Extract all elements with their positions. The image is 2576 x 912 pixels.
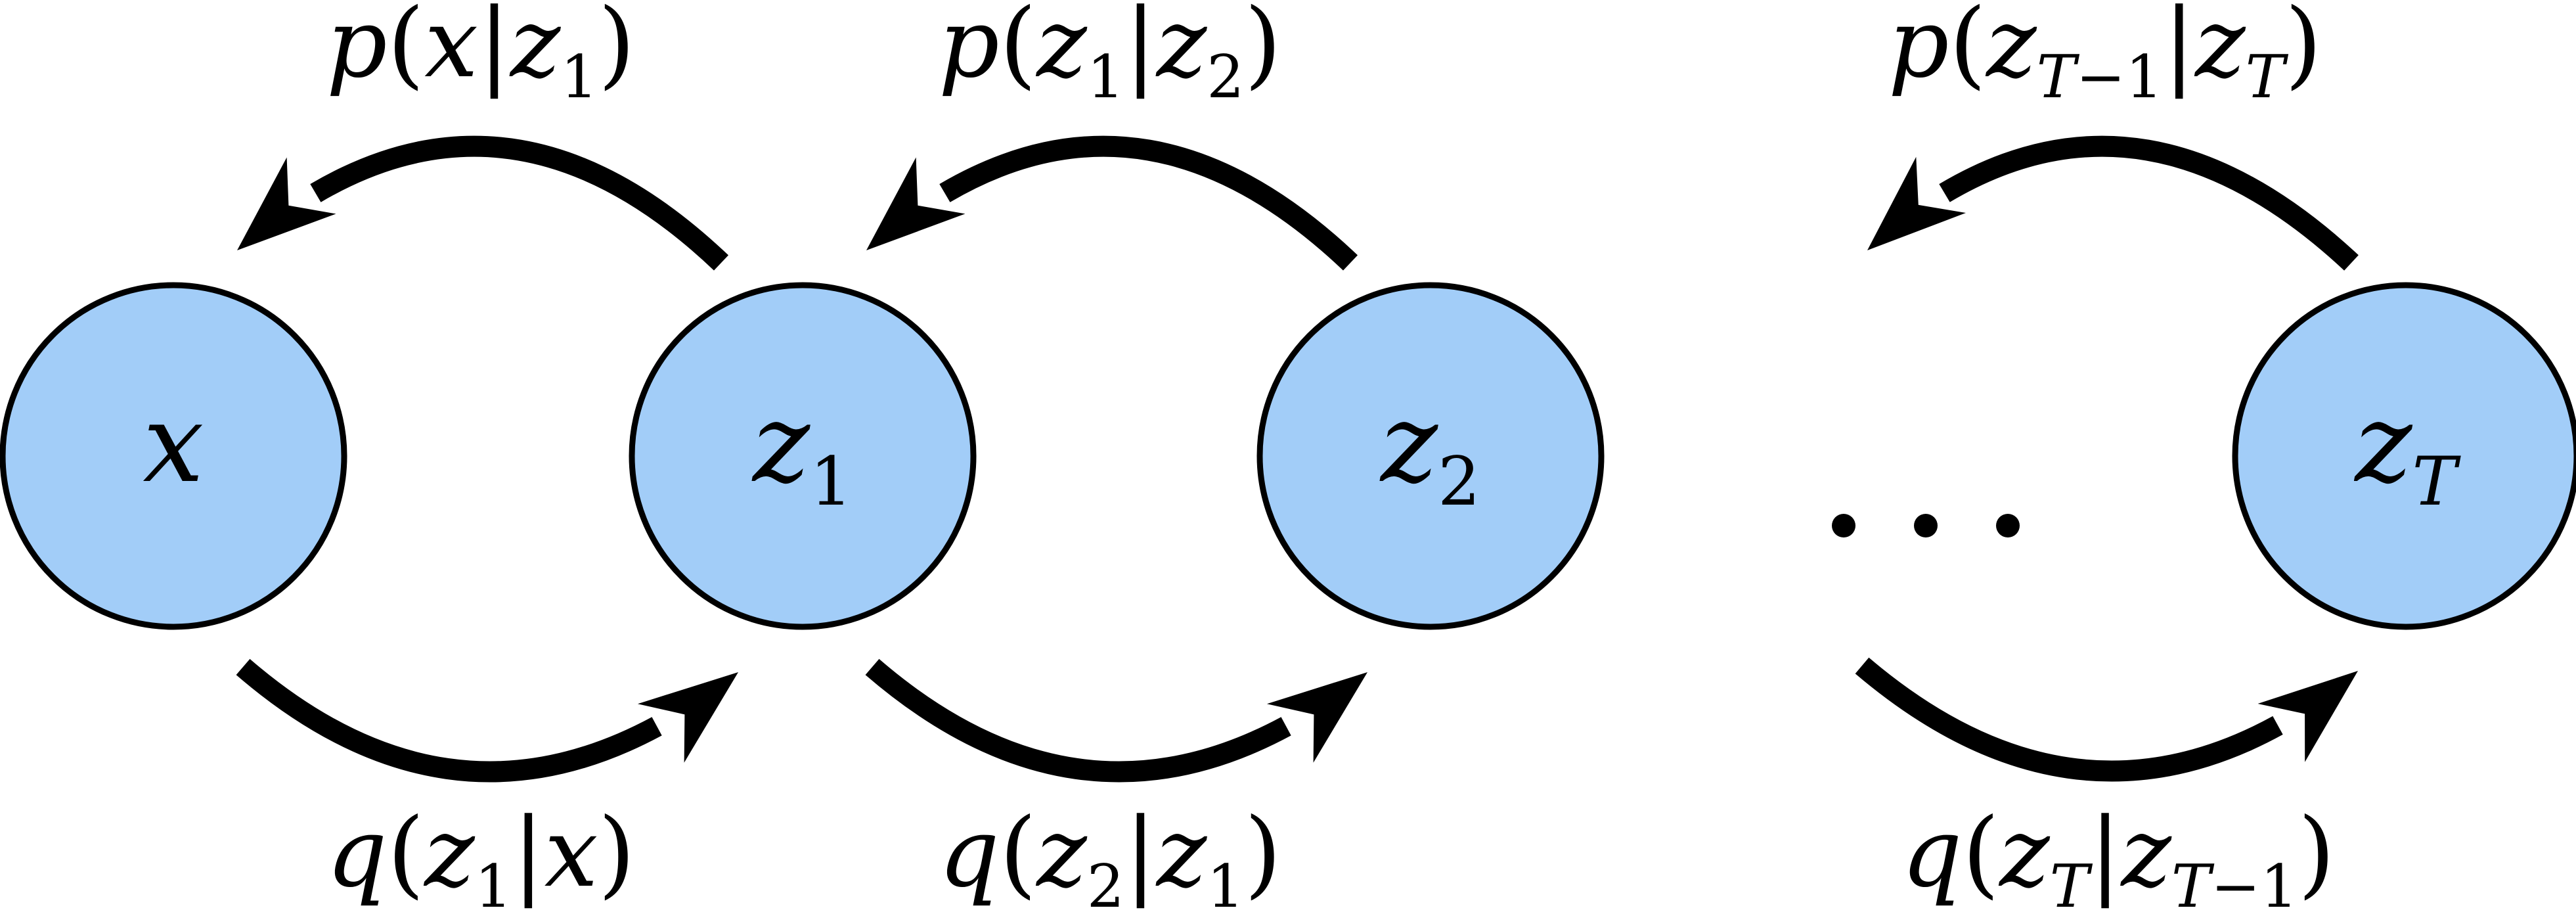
inference-arrow-label-3: q(zT|zT−1)	[1901, 798, 2335, 912]
ellipsis-dot-2	[1914, 514, 1938, 537]
node-z1-label: z1	[751, 380, 853, 521]
node-zT-label: zT	[2354, 380, 2462, 521]
generative-arrow-label-1: p(x|z1)	[326, 0, 635, 112]
node-x-circle	[0, 282, 347, 630]
node-z1-circle	[629, 282, 977, 630]
ellipsis-dot-1	[1832, 514, 1855, 537]
generative-arrow-2-curve	[939, 135, 1358, 271]
node-z2-label: z2	[1379, 380, 1480, 521]
generative-arrow-2-arrowhead-icon	[866, 157, 966, 250]
inference-arrow-3-arrowhead-icon	[2257, 671, 2358, 762]
generative-arrow-label-3: p(zT−1|zT)	[1888, 0, 2322, 112]
inference-arrow-1-arrowhead-icon	[637, 672, 738, 763]
inference-arrow-2-arrowhead-icon	[1266, 672, 1367, 763]
labels-layer: x z1 z2 zT p(x|z1) p(z1|z2) p(zT−1|zT) q(z1|x) q…	[143, 0, 2461, 912]
ellipsis-dot-3	[1996, 514, 2020, 537]
inference-arrow-label-2: q(z2|z1)	[939, 798, 1281, 912]
generative-arrow-3-curve	[1939, 135, 2359, 271]
nodes-layer	[0, 282, 2576, 630]
generative-arrow-label-2: p(z1|z2)	[939, 0, 1281, 112]
node-zT-circle	[2232, 282, 2576, 630]
node-z2-circle	[1256, 282, 1605, 630]
generative-arrow-1-arrowhead-icon	[237, 157, 336, 250]
inference-arrow-2-curve	[865, 658, 1291, 783]
inference-arrow-3-curve	[1855, 657, 2283, 782]
inference-arrow-1-curve	[236, 658, 662, 783]
inference-arrow-label-1: q(z1|x)	[326, 798, 635, 912]
node-x-label: x	[143, 380, 204, 507]
edges-layer	[236, 135, 2359, 783]
generative-arrow-3-arrowhead-icon	[1867, 156, 1966, 250]
generative-arrow-1-curve	[310, 135, 729, 271]
